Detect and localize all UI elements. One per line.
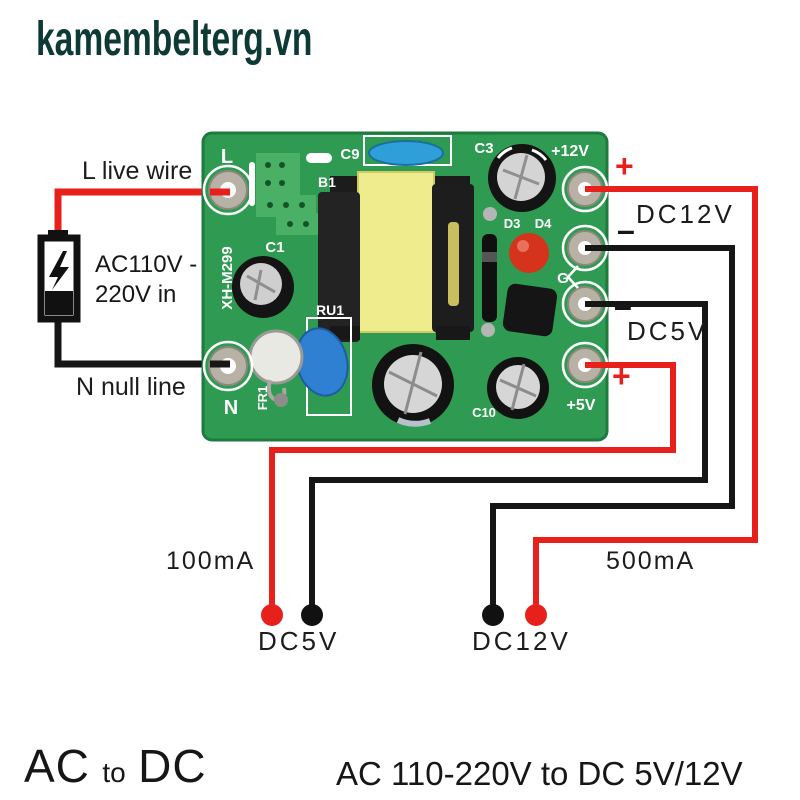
- footer-subtitle: AC 110-220V to DC 5V/12V: [336, 755, 743, 792]
- silkscreen-d4: D4: [535, 216, 552, 231]
- wire-12v-minus: [490, 245, 735, 610]
- silkscreen-l: L: [221, 146, 233, 168]
- transformer: [318, 171, 474, 342]
- null-wire-line: [54, 312, 230, 368]
- current-100ma-label: 100mA: [166, 547, 256, 575]
- minus-sign-12v: –: [617, 212, 635, 248]
- null-line-label: N null line: [76, 373, 186, 401]
- plus-sign-5v: +: [612, 358, 631, 394]
- probe-dot-5v-minus: [301, 604, 323, 626]
- footer-title: AC to DC: [24, 740, 207, 792]
- capacitor-c9: [368, 140, 444, 166]
- silkscreen-plus5v: +5V: [567, 397, 596, 414]
- capacitor-c3: [488, 144, 556, 212]
- silkscreen-c10: C10: [472, 405, 496, 420]
- led-highlight: [517, 240, 529, 252]
- watermark-text: kamembelterg.vn: [36, 13, 313, 66]
- silkscreen-b1: B1: [318, 174, 336, 190]
- input-wires: [54, 188, 230, 368]
- silkscreen-fr1: FR1: [255, 386, 270, 411]
- live-wire-label: L live wire: [82, 157, 193, 185]
- dc12v-side-label: DC12V: [636, 199, 735, 229]
- silkscreen-n: N: [224, 397, 238, 419]
- ac-input-label: AC110V - 220V in: [95, 250, 197, 310]
- silkscreen-ru1: RU1: [316, 302, 344, 318]
- wire-12v-plus: [533, 186, 758, 610]
- capacitor-c10: [487, 357, 549, 419]
- diode-band: [482, 252, 497, 262]
- minus-sign-5v: –: [614, 288, 632, 324]
- regulator-u1: [502, 283, 558, 337]
- live-wire-line: [54, 188, 230, 242]
- diode-d2: [482, 234, 497, 322]
- pcb-silkscreen-labels: L N XH-M299 C9 B1 C1 C3 +12V D3 D4 G RU1…: [219, 140, 596, 420]
- lightning-bolt-icon: [49, 251, 69, 290]
- silkscreen-g-bracket: [566, 265, 579, 289]
- silkscreen-c1: C1: [265, 239, 284, 256]
- battery-icon: [37, 230, 81, 323]
- capacitor-c1: [232, 256, 294, 318]
- dc5v-output-label: DC5V: [258, 626, 340, 656]
- wire-5v-plus: [269, 362, 676, 610]
- dc12v-output-label: DC12V: [472, 626, 571, 656]
- plus-sign-12v: +: [615, 148, 634, 184]
- led-indicator: [509, 233, 549, 273]
- silkscreen-c3: C3: [474, 140, 493, 157]
- silkscreen-plus12v: +12V: [551, 143, 589, 160]
- footer-dc: DC: [138, 740, 207, 792]
- probe-dot-5v-plus: [261, 604, 283, 626]
- wire-5v-minus: [309, 301, 708, 610]
- silkscreen-g: G: [557, 270, 569, 287]
- probe-dot-12v-plus: [525, 604, 547, 626]
- footer-ac: AC: [24, 740, 90, 792]
- ac-input-line2: 220V in: [95, 281, 177, 308]
- silkscreen-c9: C9: [340, 146, 359, 163]
- current-500ma-label: 500mA: [606, 547, 696, 575]
- dc5v-side-label: DC5V: [627, 316, 709, 346]
- probe-dot-12v-minus: [482, 604, 504, 626]
- solder-joint: [481, 323, 495, 337]
- ac-input-line1: AC110V -: [95, 251, 198, 278]
- silkscreen-slot-horizontal: [306, 153, 332, 163]
- silkscreen-d3: D3: [504, 216, 521, 231]
- output-wires: [261, 186, 758, 626]
- silkscreen-model: XH-M299: [219, 246, 236, 309]
- pcb-header-area: [256, 153, 332, 235]
- capacitor-c2: [372, 344, 454, 427]
- footer-to: to: [102, 757, 126, 788]
- solder-joint: [483, 207, 497, 221]
- pcb-board: L N XH-M299 C9 B1 C1 C3 +12V D3 D4 G RU1…: [201, 131, 610, 442]
